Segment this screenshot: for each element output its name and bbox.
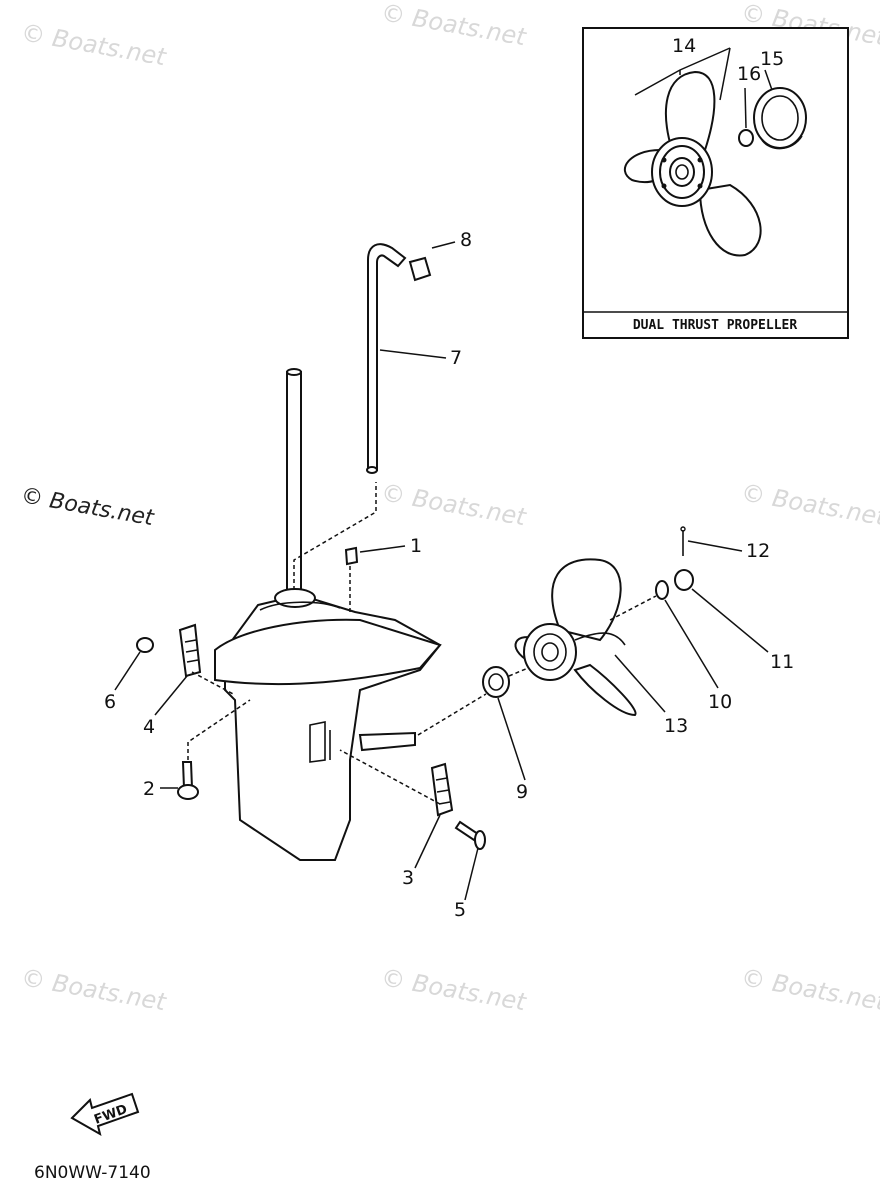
inset-dual-thrust-propeller: DUAL THRUST PROPELLER 14 16 15 bbox=[582, 27, 849, 339]
anode-lower-drawing bbox=[430, 762, 454, 817]
watermark: © Boats.net bbox=[379, 0, 530, 52]
callout-2: 2 bbox=[143, 778, 155, 800]
watermark: © Boats.net bbox=[19, 18, 170, 71]
inset-caption: DUAL THRUST PROPELLER bbox=[633, 318, 798, 333]
callout-12: 12 bbox=[746, 540, 770, 562]
callouts: 8 7 1 12 11 10 13 9 6 4 2 3 5 bbox=[104, 229, 794, 921]
bolt-drawing bbox=[177, 761, 199, 800]
propeller-drawing bbox=[514, 558, 637, 717]
dowel-pin-drawing bbox=[344, 546, 359, 566]
spacer-drawing bbox=[482, 666, 510, 698]
callout-10: 10 bbox=[708, 691, 732, 713]
callout-7: 7 bbox=[450, 347, 462, 369]
diagram-code: 6N0WW-7140 bbox=[34, 1163, 151, 1183]
inset-washer-drawing bbox=[738, 129, 754, 147]
inset-propeller-drawing bbox=[624, 70, 762, 257]
callout-8: 8 bbox=[460, 229, 472, 251]
callout-1: 1 bbox=[410, 535, 422, 557]
callout-13: 13 bbox=[664, 715, 688, 737]
leader-lines bbox=[114, 241, 769, 901]
propeller-nut-drawing bbox=[674, 569, 694, 591]
lower-unit-housing-drawing bbox=[214, 368, 442, 861]
callout-9: 9 bbox=[516, 781, 528, 803]
screw-drawing bbox=[454, 820, 486, 850]
grommet-drawing bbox=[408, 256, 432, 282]
watermark: © Boats.net bbox=[739, 963, 880, 1016]
inset-spacer-drawing bbox=[753, 87, 807, 150]
callout-11: 11 bbox=[770, 651, 794, 673]
watermark: © Boats.net bbox=[379, 963, 530, 1016]
callout-5: 5 bbox=[454, 899, 466, 921]
callout-3: 3 bbox=[402, 867, 414, 889]
nut-drawing bbox=[136, 637, 154, 653]
watermark: © Boats.net bbox=[19, 963, 170, 1016]
alignment-lines bbox=[187, 482, 657, 805]
callout-6: 6 bbox=[104, 691, 116, 713]
callout-16: 16 bbox=[737, 63, 761, 85]
callout-14: 14 bbox=[672, 35, 696, 57]
watermark: © Boats.net bbox=[739, 478, 880, 531]
watermark: © Boats.net bbox=[379, 478, 530, 531]
forward-arrow: FWD bbox=[70, 1092, 140, 1137]
watermark-dark: © Boats.net bbox=[19, 483, 157, 531]
callout-4: 4 bbox=[143, 716, 155, 738]
washer-drawing bbox=[655, 580, 669, 600]
water-tube-drawing bbox=[366, 243, 407, 474]
callout-15: 15 bbox=[760, 48, 784, 70]
